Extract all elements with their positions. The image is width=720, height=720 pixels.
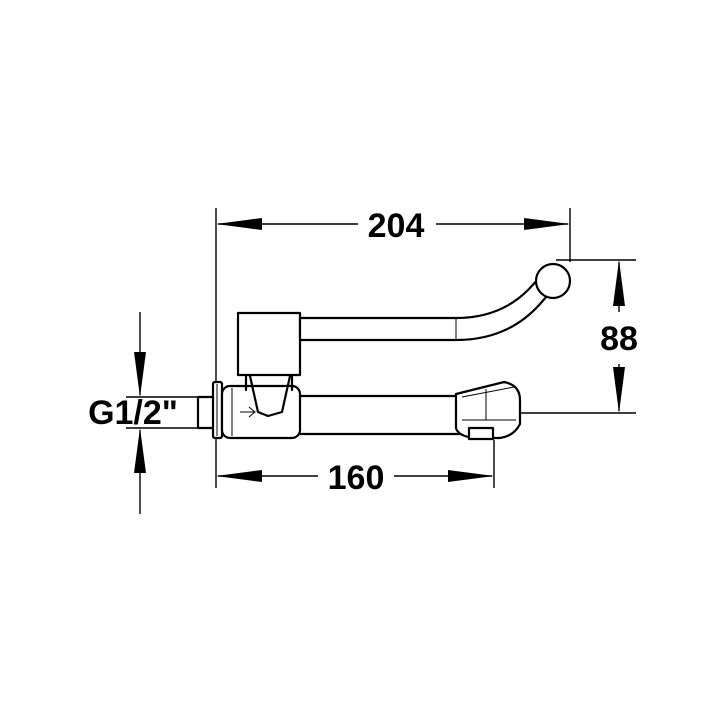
aerator-outlet — [467, 426, 495, 441]
spout-tube — [292, 394, 466, 436]
spout-aerator — [454, 380, 522, 440]
flow-arrow-head — [248, 406, 256, 418]
wall-thread-connector — [196, 395, 216, 430]
flow-direction-arrow-icon — [240, 406, 256, 418]
dimension-overall-width: 204 — [216, 207, 570, 245]
cartridge-cone — [248, 374, 292, 418]
arrowhead-160-right — [448, 470, 494, 482]
arrowhead-160-left — [216, 470, 262, 482]
arrowhead-88-top — [613, 260, 625, 306]
valve-body — [220, 384, 302, 440]
arrowhead-thread-bottom — [134, 428, 146, 473]
arrowhead-204-right — [524, 218, 570, 230]
dimension-thread: G1/2" — [88, 312, 178, 514]
dimension-label-160: 160 — [328, 459, 385, 497]
lever-handle-arm — [298, 272, 556, 342]
extension-lines — [126, 208, 636, 488]
dimension-label-thread: G1/2" — [88, 394, 178, 432]
cartridge-head — [236, 311, 302, 377]
arrowhead-88-bottom — [613, 367, 625, 413]
dimension-label-88: 88 — [600, 320, 638, 358]
arrowhead-204-left — [216, 218, 262, 230]
arrowhead-thread-top — [134, 352, 146, 397]
dimension-label-204: 204 — [368, 207, 425, 245]
dimension-projection: 160 — [216, 459, 494, 497]
faucet-drawing — [196, 262, 572, 441]
aerator-detail-1 — [461, 386, 515, 398]
lever-ball-knob — [534, 262, 572, 300]
dimension-height: 88 — [600, 260, 638, 413]
